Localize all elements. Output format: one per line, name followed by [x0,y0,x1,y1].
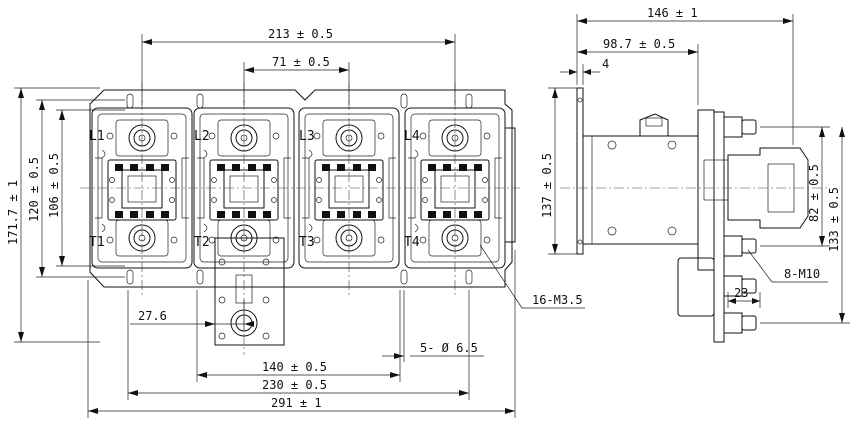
dim-171-7: 171.7 ± 1 [6,180,20,245]
dim-291: 291 ± 1 [271,396,322,410]
side-view: 146 ± 1 98.7 ± 0.5 4 137 ± 0.5 [540,6,850,343]
pole-label-t2: T2 [194,235,210,250]
stud-terminals [723,116,757,334]
pole-label-t1: T1 [89,235,105,250]
pole-label-l4: L4 [404,129,420,144]
dim-16-m3-5: 16-M3.5 [532,293,583,307]
dim-82: 82 ± 0.5 [807,164,821,222]
dim-140: 140 ± 0.5 [262,360,327,374]
dim-8-m10: 8-M10 [784,267,820,281]
dim-4: 4 [602,57,609,71]
dim-27-6: 27.6 [138,309,167,323]
dim-137: 137 ± 0.5 [540,153,554,218]
dim-5-holes: 5- Ø 6.5 [420,341,478,355]
dim-213: 213 ± 0.5 [268,27,333,41]
dim-71: 71 ± 0.5 [272,55,330,69]
dim-230: 230 ± 0.5 [262,378,327,392]
dim-106: 106 ± 0.5 [47,153,61,218]
dim-23: 23 [734,286,748,300]
front-view: L1 T1 L2 T2 L3 T3 L4 T4 213 ± 0.5 [6,27,585,418]
dim-146: 146 ± 1 [647,6,698,20]
pole-label-l2: L2 [194,129,210,144]
pole-label-t4: T4 [404,235,420,250]
pole-label-l1: L1 [89,129,105,144]
dim-98-7: 98.7 ± 0.5 [603,37,675,51]
pole-label-l3: L3 [299,129,315,144]
pole-label-t3: T3 [299,235,315,250]
dim-120: 120 ± 0.5 [27,157,41,222]
dim-133: 133 ± 0.5 [827,187,841,252]
